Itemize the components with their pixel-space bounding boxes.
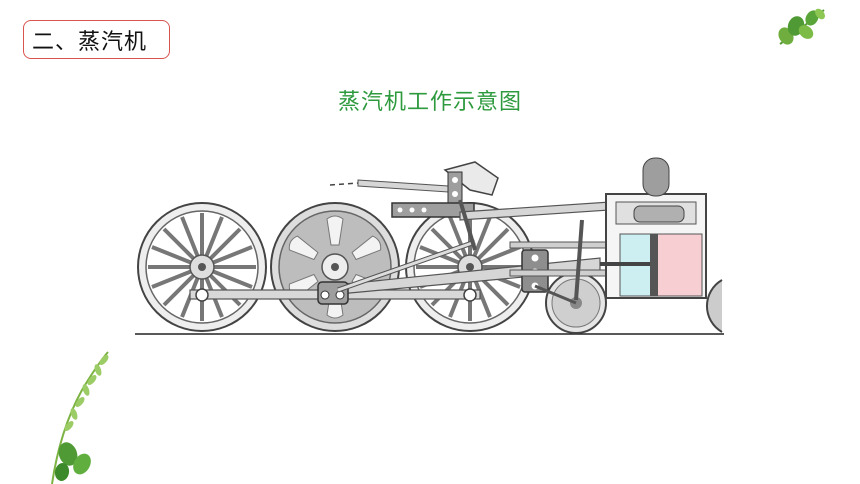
weigh-shaft-bracket bbox=[443, 161, 499, 205]
driving-wheel-2 bbox=[270, 202, 400, 332]
section-label: 二、蒸汽机 bbox=[32, 29, 148, 55]
driving-wheel-1 bbox=[137, 202, 267, 332]
crank-assembly bbox=[317, 281, 349, 305]
steam-cylinder bbox=[600, 157, 707, 299]
locomotive-diagram bbox=[135, 157, 724, 335]
section-badge: 二、蒸汽机 bbox=[23, 20, 170, 59]
vine-icon bbox=[51, 351, 109, 484]
diagram-title: 蒸汽机工作示意图 bbox=[337, 90, 522, 115]
leaf-icon bbox=[778, 8, 825, 45]
front-wheel-partial bbox=[705, 279, 723, 333]
